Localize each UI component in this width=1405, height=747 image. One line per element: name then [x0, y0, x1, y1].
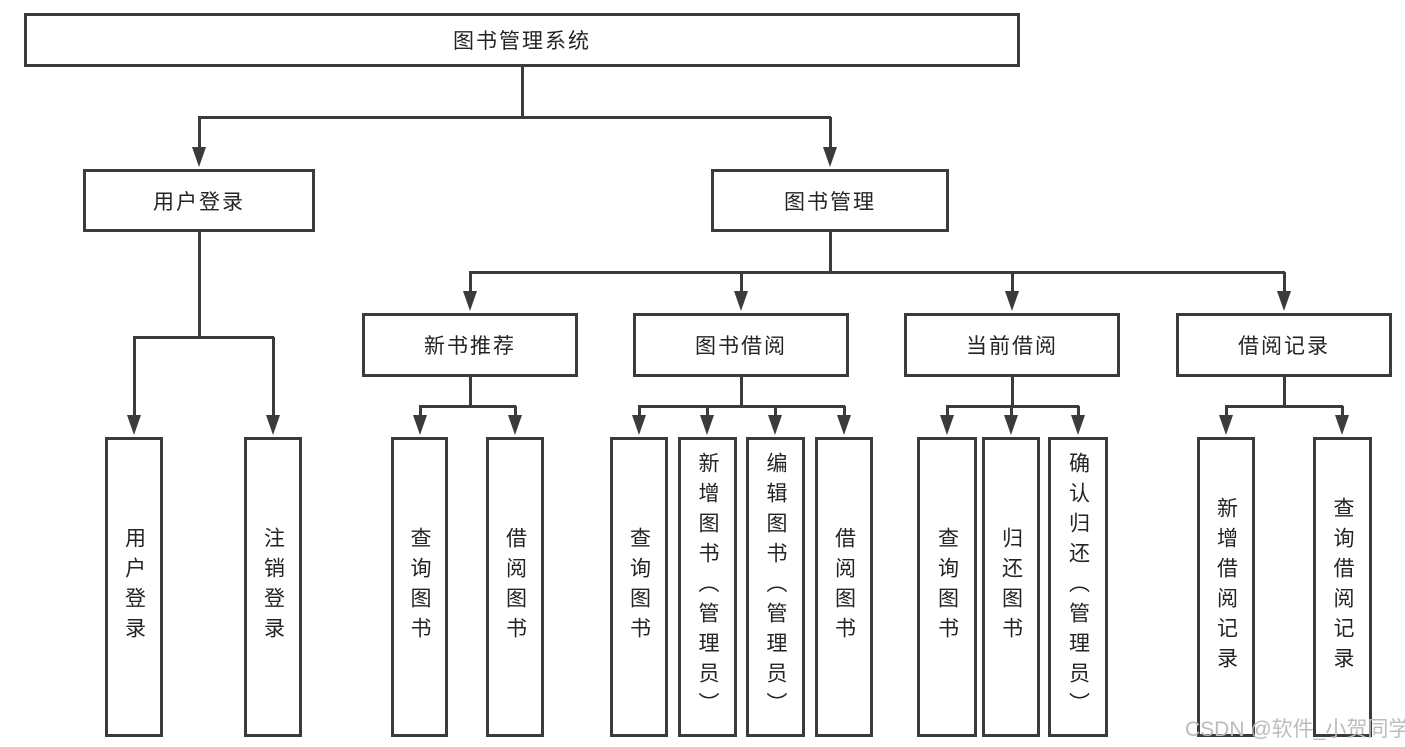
connector-hline	[133, 335, 274, 339]
connector-arrow-shaft	[1009, 406, 1013, 421]
leaf-records-query-record: 查询借阅记录	[1313, 437, 1372, 737]
connector-arrow-shaft	[945, 406, 949, 421]
leaf-current-return-books-label: 归还图书	[999, 527, 1023, 647]
leaf-current-query-books-label: 查询图书	[935, 527, 959, 647]
arrowhead-down	[508, 415, 522, 435]
node-root: 图书管理系统	[24, 13, 1020, 67]
leaf-logout: 注销登录	[244, 437, 302, 737]
leaf-borrow-add-books-admin-label: 新增图书（管理员）	[696, 452, 719, 722]
arrowhead-down	[1219, 415, 1233, 435]
connector-arrow-shaft	[1340, 406, 1344, 421]
node-book-borrow-label: 图书借阅	[695, 335, 787, 358]
connector-vline	[468, 375, 472, 407]
connector-vline	[828, 232, 832, 274]
connector-hline	[1225, 404, 1343, 408]
leaf-borrow-query-books-label: 查询图书	[627, 527, 651, 647]
node-borrow-records-label: 借阅记录	[1238, 335, 1330, 358]
connector-arrow-shaft	[1076, 406, 1080, 421]
arrowhead-down	[1071, 415, 1085, 435]
connector-arrow-shaft	[513, 406, 517, 421]
leaf-records-add-record-label: 新增借阅记录	[1214, 497, 1238, 677]
leaf-recommend-query-books: 查询图书	[391, 437, 448, 737]
csdn-watermark: CSDN @软件_小贺同学	[1185, 718, 1405, 741]
node-book-borrow: 图书借阅	[633, 313, 849, 377]
arrowhead-down	[266, 415, 280, 435]
connector-arrow-shaft	[1010, 272, 1014, 297]
arrowhead-down	[768, 415, 782, 435]
leaf-borrow-edit-books-admin-label: 编辑图书（管理员）	[764, 452, 787, 722]
leaf-borrow-add-books-admin: 新增图书（管理员）	[678, 437, 737, 737]
leaf-current-return-books: 归还图书	[982, 437, 1040, 737]
node-new-book-recommend-label: 新书推荐	[424, 335, 516, 358]
connector-hline	[198, 115, 831, 119]
connector-arrow-shaft	[271, 337, 275, 421]
connector-vline	[197, 232, 201, 338]
connector-arrow-shaft	[637, 406, 641, 421]
arrowhead-down	[463, 291, 477, 311]
leaf-user-login-label: 用户登录	[122, 527, 146, 647]
leaf-user-login: 用户登录	[105, 437, 163, 737]
leaf-borrow-borrow-books: 借阅图书	[815, 437, 873, 737]
node-book-management-label: 图书管理	[784, 190, 876, 214]
connector-hline	[469, 270, 1285, 274]
node-user-login-label: 用户登录	[153, 190, 245, 214]
connector-arrow-shaft	[132, 337, 136, 421]
connector-arrow-shaft	[705, 406, 709, 421]
connector-vline	[1010, 375, 1014, 407]
leaf-current-query-books: 查询图书	[917, 437, 977, 737]
arrowhead-down	[823, 147, 837, 167]
connector-arrow-shaft	[828, 117, 832, 153]
arrowhead-down	[192, 147, 206, 167]
connector-arrow-shaft	[468, 272, 472, 297]
arrowhead-down	[632, 415, 646, 435]
arrowhead-down	[127, 415, 141, 435]
arrowhead-down	[734, 291, 748, 311]
connector-arrow-shaft	[773, 406, 777, 421]
node-borrow-records: 借阅记录	[1176, 313, 1392, 377]
connector-vline	[1282, 375, 1286, 407]
connector-vline	[739, 375, 743, 407]
connector-arrow-shaft	[842, 406, 846, 421]
connector-arrow-shaft	[197, 117, 201, 153]
node-current-borrow: 当前借阅	[904, 313, 1120, 377]
arrowhead-down	[1277, 291, 1291, 311]
leaf-recommend-borrow-books: 借阅图书	[486, 437, 544, 737]
leaf-borrow-query-books: 查询图书	[610, 437, 668, 737]
connector-arrow-shaft	[418, 406, 422, 421]
leaf-borrow-borrow-books-label: 借阅图书	[832, 527, 856, 647]
connector-hline	[419, 404, 516, 408]
connector-vline	[520, 67, 524, 118]
leaf-recommend-borrow-books-label: 借阅图书	[503, 527, 527, 647]
arrowhead-down	[1005, 291, 1019, 311]
leaf-borrow-edit-books-admin: 编辑图书（管理员）	[746, 437, 805, 737]
leaf-current-confirm-return-admin: 确认归还（管理员）	[1048, 437, 1108, 737]
node-current-borrow-label: 当前借阅	[966, 335, 1058, 358]
connector-arrow-shaft	[739, 272, 743, 297]
connector-arrow-shaft	[1224, 406, 1228, 421]
connector-hline	[638, 404, 845, 408]
leaf-logout-label: 注销登录	[261, 527, 285, 647]
connector-hline	[946, 404, 1079, 408]
connector-arrow-shaft	[1282, 272, 1286, 297]
leaf-records-add-record: 新增借阅记录	[1197, 437, 1255, 737]
leaf-current-confirm-return-admin-label: 确认归还（管理员）	[1066, 452, 1090, 722]
arrowhead-down	[700, 415, 714, 435]
node-root-label: 图书管理系统	[453, 30, 591, 53]
leaf-records-query-record-label: 查询借阅记录	[1331, 497, 1354, 677]
leaf-recommend-query-books-label: 查询图书	[408, 527, 431, 647]
arrowhead-down	[1335, 415, 1349, 435]
arrowhead-down	[413, 415, 427, 435]
arrowhead-down	[1004, 415, 1018, 435]
arrowhead-down	[940, 415, 954, 435]
node-new-book-recommend: 新书推荐	[362, 313, 578, 377]
node-user-login: 用户登录	[83, 169, 315, 232]
arrowhead-down	[837, 415, 851, 435]
node-book-management: 图书管理	[711, 169, 949, 232]
